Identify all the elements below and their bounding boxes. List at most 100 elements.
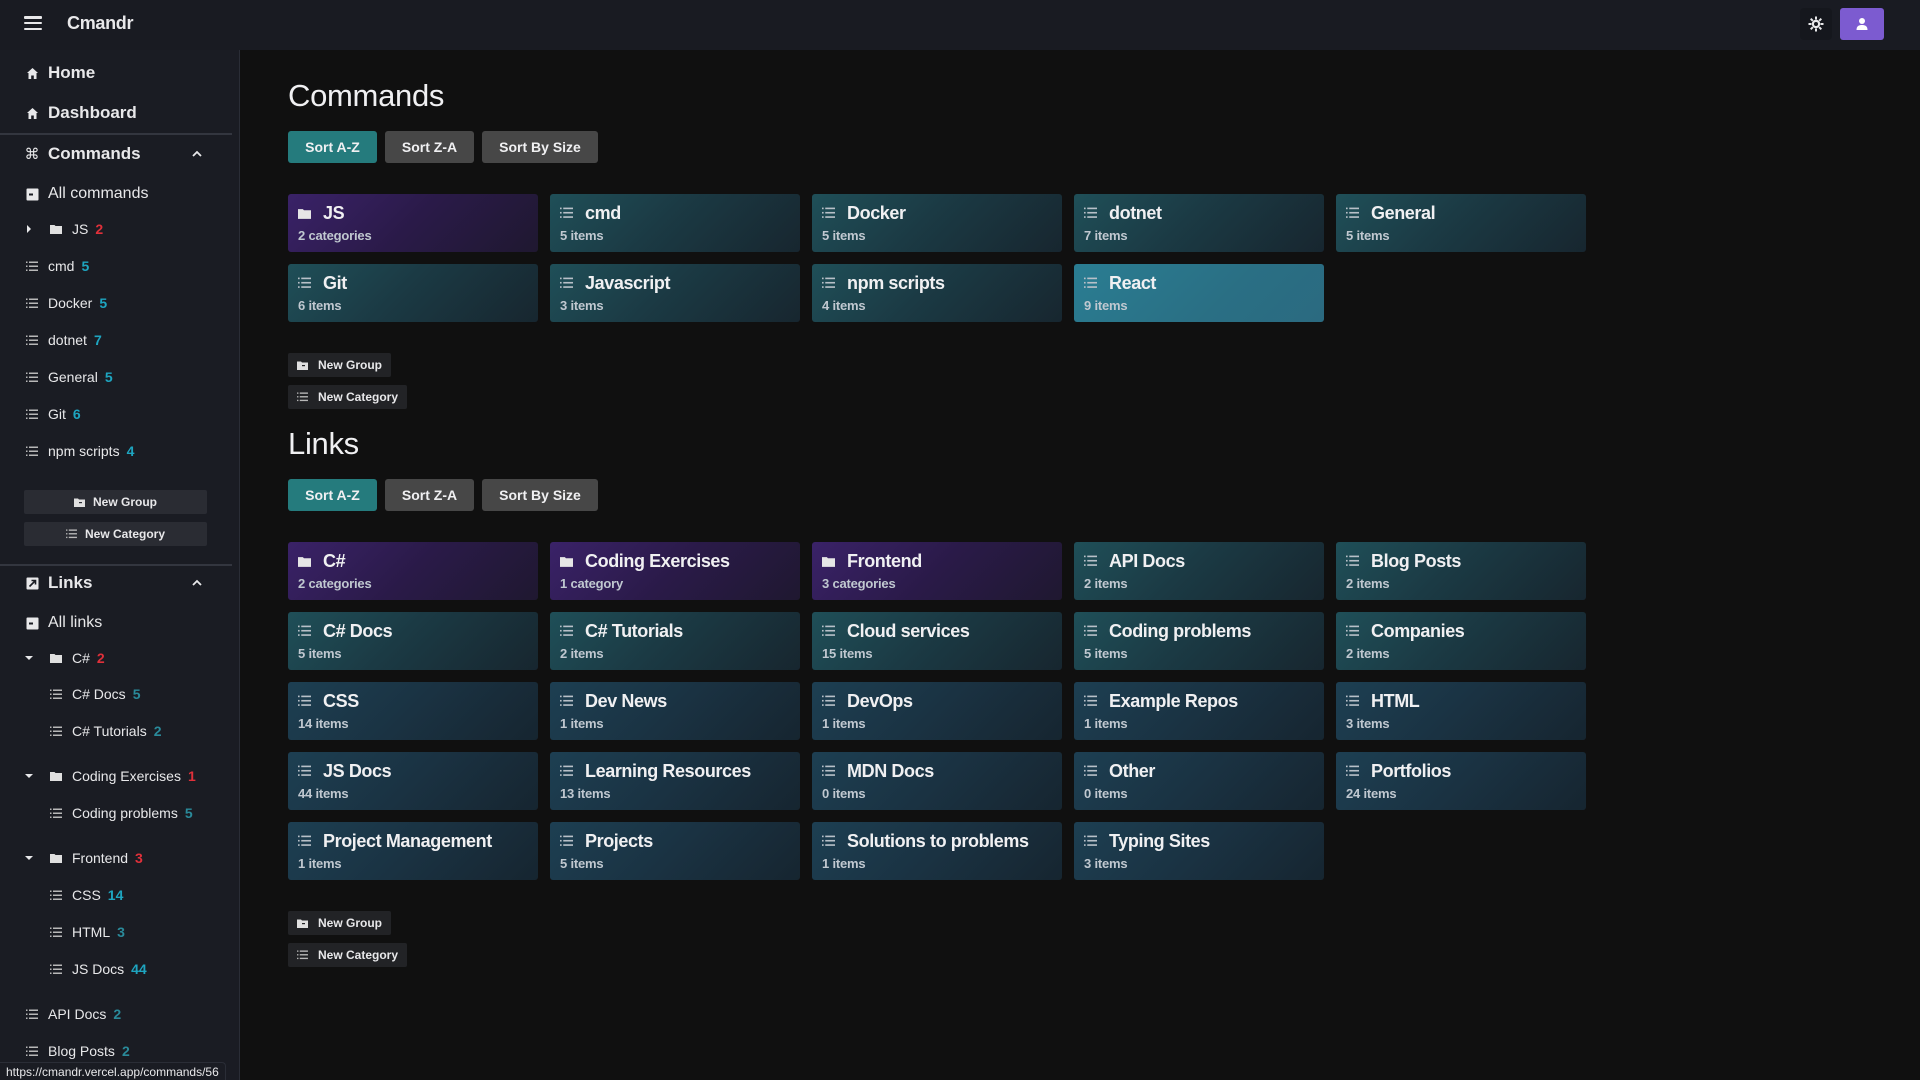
- sidebar-divider: [0, 564, 232, 566]
- list-icon: [560, 207, 576, 219]
- list-icon: [1084, 695, 1100, 707]
- sidebar-section-links[interactable]: Links: [24, 571, 92, 595]
- card-subtitle: 3 items: [560, 298, 604, 313]
- folder-icon: [560, 556, 576, 567]
- sidebar-item-csharp-docs[interactable]: C# Docs 5: [48, 682, 140, 706]
- commands-new-group-button[interactable]: New Group: [288, 353, 392, 377]
- main-content: Commands Sort A-Z Sort Z-A Sort By Size …: [241, 50, 1920, 1080]
- sidebar-item-all-commands[interactable]: All commands: [24, 182, 148, 206]
- sidebar-new-group-button[interactable]: New Group: [24, 490, 207, 514]
- sidebar-item-docker[interactable]: Docker 5: [24, 291, 107, 315]
- caret-down-icon[interactable]: [24, 653, 34, 663]
- user-account-button[interactable]: [1840, 8, 1884, 40]
- sidebar-section-commands[interactable]: ⌘ Commands: [24, 144, 141, 163]
- commands-sort-az-button[interactable]: Sort A-Z: [288, 131, 377, 163]
- folder-icon: [298, 556, 314, 567]
- chevron-up-icon[interactable]: [191, 577, 203, 589]
- app-title[interactable]: Cmandr: [67, 13, 134, 33]
- folder-icon: [48, 768, 64, 784]
- sidebar-item-git[interactable]: Git 6: [24, 402, 81, 426]
- commands-new-category-button[interactable]: New Category: [288, 385, 408, 409]
- group-card-c[interactable]: C#2 categories: [288, 542, 538, 600]
- caret-down-icon[interactable]: [24, 853, 34, 863]
- sidebar-item-frontend-group[interactable]: Frontend 3: [24, 846, 143, 870]
- sidebar-item-cmd[interactable]: cmd 5: [24, 254, 89, 278]
- folder-plus-icon: [73, 498, 85, 507]
- list-icon: [1084, 277, 1100, 289]
- theme-toggle-button[interactable]: [1800, 8, 1832, 40]
- sidebar-item-general[interactable]: General 5: [24, 365, 113, 389]
- sidebar-item-csharp-group[interactable]: C# 2: [24, 646, 105, 670]
- sidebar-item-dotnet[interactable]: dotnet 7: [24, 328, 102, 352]
- card-subtitle: 1 items: [822, 856, 866, 871]
- sidebar-new-category-button[interactable]: New Category: [24, 522, 207, 546]
- sidebar-item-dashboard[interactable]: Dashboard: [24, 101, 137, 125]
- card-subtitle: 5 items: [1346, 228, 1390, 243]
- sidebar-item-all-links[interactable]: All links: [24, 611, 102, 635]
- card-title: C# Docs: [298, 620, 528, 642]
- sidebar-item-css[interactable]: CSS 14: [48, 883, 123, 907]
- sidebar-item-npm-scripts[interactable]: npm scripts 4: [24, 439, 134, 463]
- sidebar-item-js-docs[interactable]: JS Docs 44: [48, 957, 147, 981]
- commands-sort-size-button[interactable]: Sort By Size: [482, 131, 598, 163]
- links-new-category-button[interactable]: New Category: [288, 943, 408, 967]
- links-sort-az-button[interactable]: Sort A-Z: [288, 479, 377, 511]
- sidebar-item-coding-problems[interactable]: Coding problems 5: [48, 801, 193, 825]
- count-badge: 4: [126, 443, 135, 459]
- links-sort-size-button[interactable]: Sort By Size: [482, 479, 598, 511]
- status-bar-url: https://cmandr.vercel.app/commands/56: [0, 1062, 226, 1080]
- sidebar-item-api-docs[interactable]: API Docs 2: [24, 1002, 121, 1026]
- card-title: Git: [298, 272, 528, 294]
- caret-right-icon[interactable]: [24, 224, 34, 234]
- commands-sort-za-button[interactable]: Sort Z-A: [385, 131, 474, 163]
- sidebar-item-blog-posts[interactable]: Blog Posts 2: [24, 1039, 130, 1063]
- card-title: MDN Docs: [822, 760, 1052, 782]
- chevron-up-icon[interactable]: [191, 148, 203, 160]
- list-icon: [560, 695, 576, 707]
- links-new-group-button[interactable]: New Group: [288, 911, 392, 935]
- card-subtitle: 14 items: [298, 716, 349, 731]
- hamburger-menu-icon[interactable]: [24, 16, 42, 30]
- sidebar-item-js-group[interactable]: JS 2: [24, 217, 103, 241]
- list-icon: [298, 277, 314, 289]
- caret-down-icon[interactable]: [24, 771, 34, 781]
- sidebar-item-coding-exercises-group[interactable]: Coding Exercises 1: [24, 764, 196, 788]
- sidebar-item-csharp-tutorials[interactable]: C# Tutorials 2: [48, 719, 162, 743]
- links-sort-za-button[interactable]: Sort Z-A: [385, 479, 474, 511]
- sidebar-item-home[interactable]: Home: [24, 61, 95, 85]
- card-title: npm scripts: [822, 272, 1052, 294]
- sidebar-item-html[interactable]: HTML 3: [48, 920, 125, 944]
